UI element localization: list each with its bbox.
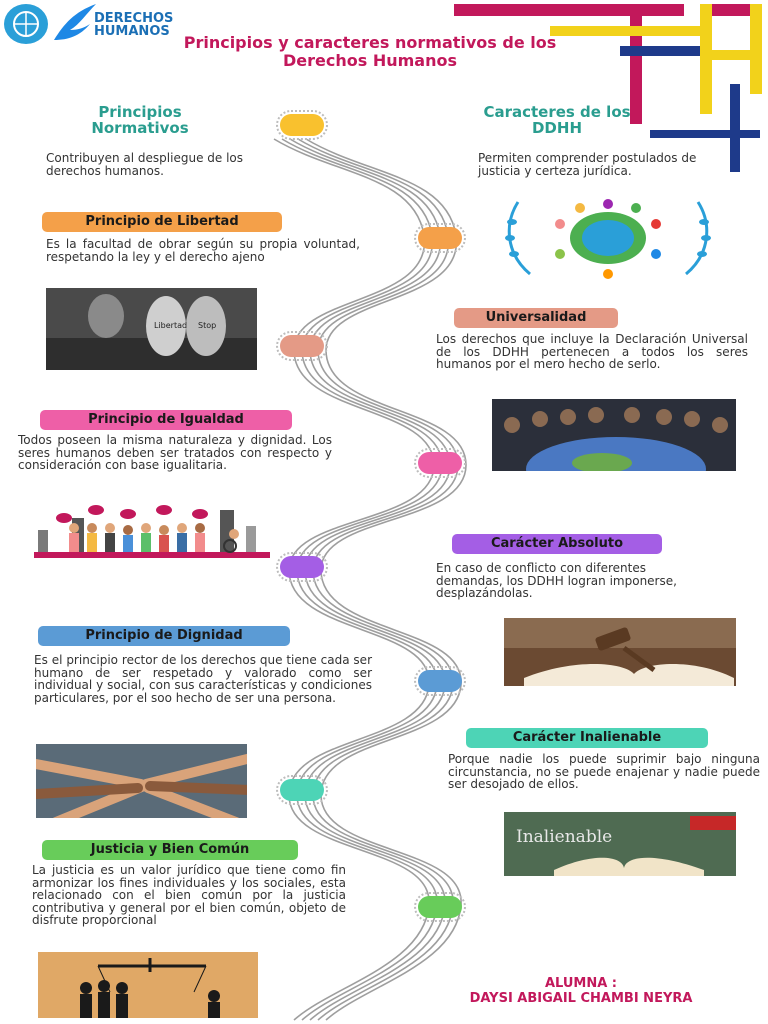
timeline-dot-3	[276, 331, 328, 361]
label-dignidad: Principio de Dignidad	[38, 626, 290, 646]
logo-wordmark: DERECHOS HUMANOS	[94, 11, 174, 39]
people-illustration	[34, 500, 270, 564]
photo-open-book: Inalienable	[502, 810, 738, 878]
corner-decoration	[450, 0, 768, 175]
label-absoluto: Carácter Absoluto	[452, 534, 662, 554]
photo-raised-hands: Libertad Stop	[44, 286, 259, 372]
label-inalienable: Carácter Inalienable	[466, 728, 708, 748]
text-igualdad: Todos poseen la misma naturaleza y digni…	[18, 433, 332, 473]
right-intro: Permiten comprender postulados de justic…	[478, 151, 697, 178]
dove-icon	[50, 0, 100, 44]
children-globe-icon	[500, 194, 716, 284]
photo-joined-hands	[34, 742, 249, 820]
left-intro: Contribuyen al despliegue de los derecho…	[46, 151, 244, 178]
student-credit: ALUMNA : DAYSI ABIGAIL CHAMBI NEYRA	[396, 976, 766, 1006]
label-libertad: Principio de Libertad	[42, 212, 282, 232]
timeline-dot-8	[414, 892, 466, 922]
timeline-dot-1	[276, 110, 328, 140]
text-absoluto: En caso de conflicto con diferentes dema…	[436, 561, 677, 601]
corner-stripes-graphic	[454, 4, 762, 172]
photo-globe-people	[490, 397, 738, 473]
svg-text:Libertad: Libertad	[154, 321, 187, 330]
label-igualdad: Principio de Igualdad	[40, 410, 292, 430]
label-universalidad: Universalidad	[454, 308, 618, 328]
text-universalidad: Los derechos que incluye la Declaración …	[436, 332, 748, 372]
photo-justice-scale	[36, 950, 260, 1020]
page-title: Principios y caracteres normativos de lo…	[183, 33, 557, 70]
timeline-dot-7	[276, 775, 328, 805]
photo-gavel-book	[502, 616, 738, 688]
text-libertad: Es la facultad de obrar según su propia …	[46, 237, 360, 264]
un-logo-icon	[4, 4, 48, 44]
timeline-dot-2	[414, 223, 466, 253]
book-title-text: Inalienable	[516, 827, 612, 847]
student-label: ALUMNA :	[544, 976, 618, 991]
text-inalienable: Porque nadie los puede suprimir bajo nin…	[448, 752, 760, 792]
right-heading: Caracteres de los DDHH	[483, 103, 631, 137]
student-name: DAYSI ABIGAIL CHAMBI NEYRA	[469, 991, 693, 1006]
timeline-dot-5	[276, 552, 328, 582]
timeline-dot-4	[414, 448, 466, 478]
timeline-dot-6	[414, 666, 466, 696]
svg-text:Stop: Stop	[198, 321, 216, 330]
text-justicia: La justicia es un valor jurídico que tie…	[32, 863, 346, 928]
label-justicia: Justicia y Bien Común	[42, 840, 298, 860]
left-heading: Principios Normativos	[91, 103, 189, 137]
text-dignidad: Es el principio rector de los derechos q…	[34, 653, 372, 705]
